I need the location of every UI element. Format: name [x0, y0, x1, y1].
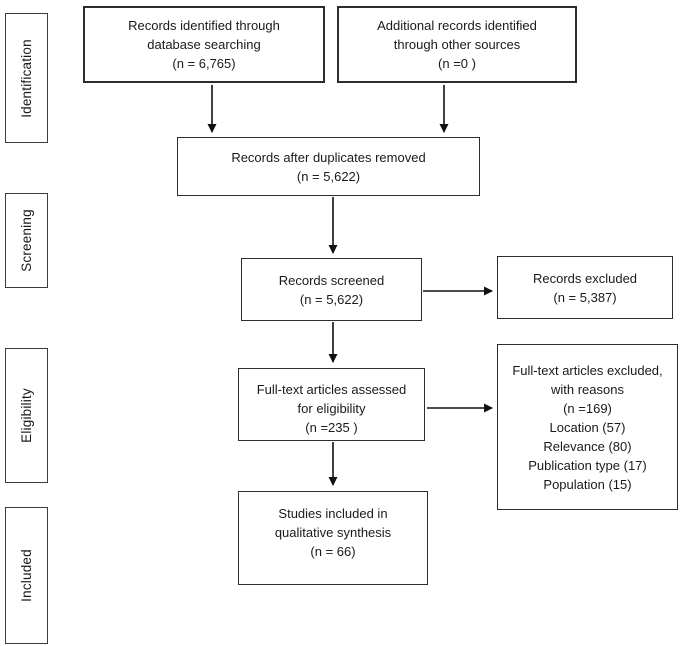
- box-additional-records: Additional records identified through ot…: [337, 6, 577, 83]
- box-records-screened: Records screened (n = 5,622): [241, 258, 422, 321]
- stage-box-identification: Identification: [5, 13, 48, 143]
- box-duplicates-removed: Records after duplicates removed (n = 5,…: [177, 137, 480, 196]
- box-studies-included: Studies included in qualitative synthesi…: [238, 491, 428, 585]
- stage-box-eligibility: Eligibility: [5, 348, 48, 483]
- box-records-identified: Records identified through database sear…: [83, 6, 325, 83]
- box-records-excluded: Records excluded (n = 5,387): [497, 256, 673, 319]
- stage-label-eligibility: Eligibility: [19, 388, 34, 443]
- stage-label-screening: Screening: [19, 209, 34, 272]
- stage-label-included: Included: [19, 549, 35, 602]
- stage-box-included: Included: [5, 507, 48, 644]
- box-fulltext-excluded: Full-text articles excluded, with reason…: [497, 344, 678, 510]
- stage-box-screening: Screening: [5, 193, 48, 288]
- stage-label-identification: Identification: [19, 38, 35, 118]
- box-fulltext-assessed: Full-text articles assessed for eligibil…: [238, 368, 425, 441]
